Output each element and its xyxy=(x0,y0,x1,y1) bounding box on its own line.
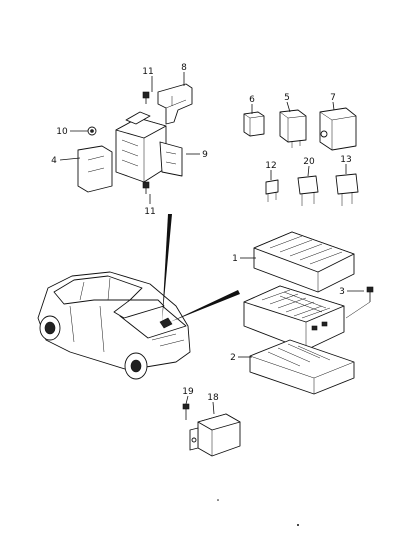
fuse-box-cover-icon xyxy=(253,231,355,293)
control-module-icon xyxy=(189,413,241,457)
callout-20: 20 xyxy=(303,157,315,167)
callout-3: 3 xyxy=(339,287,345,297)
fuse-box-icon xyxy=(243,285,345,351)
fuse-box-tray-icon xyxy=(249,339,355,395)
relay-icon xyxy=(243,107,357,151)
callout-18: 18 xyxy=(207,393,219,403)
callout-13: 13 xyxy=(340,155,351,165)
bracket-icon xyxy=(157,83,193,125)
bolt-icon xyxy=(142,91,150,194)
callout-12: 12 xyxy=(265,161,276,171)
callout-11-top: 11 xyxy=(142,67,153,77)
fuse-icon xyxy=(265,173,359,206)
bolt-icon xyxy=(345,286,374,319)
callout-10: 10 xyxy=(56,127,68,137)
callout-6: 6 xyxy=(249,95,255,105)
callout-4: 4 xyxy=(51,156,57,166)
callout-11-bottom: 11 xyxy=(144,207,155,217)
callout-1: 1 xyxy=(232,254,238,264)
callout-9: 9 xyxy=(202,150,208,160)
callout-19: 19 xyxy=(182,387,194,397)
nut-icon xyxy=(87,126,97,136)
callout-5: 5 xyxy=(284,93,290,103)
bolt-icon xyxy=(182,403,190,420)
car-icon xyxy=(37,271,191,380)
callout-7: 7 xyxy=(330,93,336,103)
relay-block-icon xyxy=(77,111,183,193)
callout-8: 8 xyxy=(181,63,187,73)
callout-2: 2 xyxy=(230,353,236,363)
